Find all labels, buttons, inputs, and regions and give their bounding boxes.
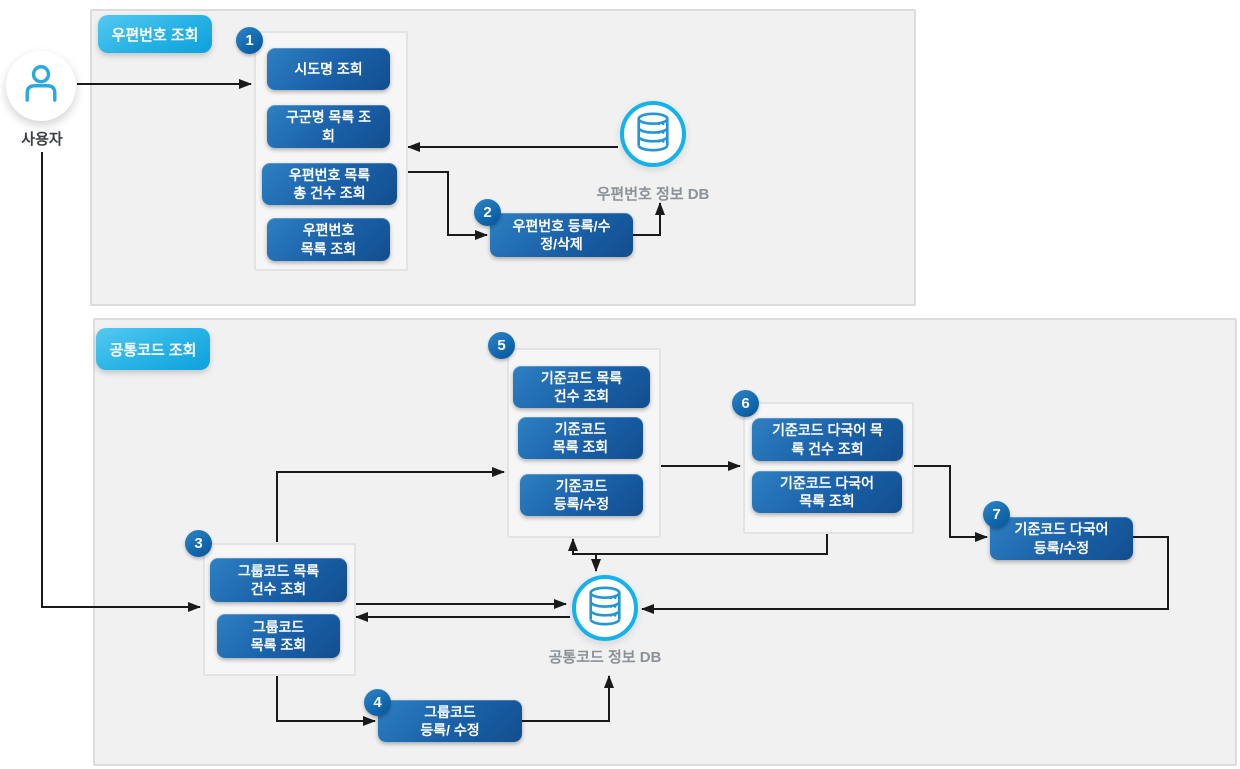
arrow-multilang-group-to-db — [591, 530, 828, 572]
btn-basecode-multilang-list-lookup: 기준코드 다국어 목록 조회 — [752, 471, 902, 513]
step-badge-3: 3 — [185, 530, 212, 557]
postal-section-title: 우편번호 조회 — [98, 15, 212, 53]
user-actor — [6, 51, 76, 121]
step-badge-4: 4 — [364, 689, 391, 716]
step-badge-6: 6 — [732, 390, 759, 417]
btn-basecode-list-lookup: 기준코드 목록 조회 — [518, 417, 643, 459]
btn-basecode-multilang-list-count: 기준코드 다국어 목 록 건수 조회 — [752, 418, 903, 461]
common-db-label: 공통코드 정보 DB — [548, 649, 662, 666]
database-icon — [631, 110, 675, 159]
btn-groupcode-list-count: 그룹코드 목록 건수 조회 — [210, 558, 347, 602]
database-icon — [583, 584, 627, 633]
btn-basecode-crud: 기준코드 등록/수정 — [520, 474, 643, 516]
step-badge-2: 2 — [474, 199, 501, 226]
step-badge-1: 1 — [236, 27, 263, 54]
arrow-zipcode-crud-to-db — [633, 202, 665, 236]
btn-gugun-list-lookup: 구군명 목록 조 회 — [267, 105, 390, 148]
arrow-groupcode-to-basecode-group — [276, 467, 505, 542]
btn-zipcode-list-count: 우편번호 목록 총 건수 조회 — [262, 163, 397, 205]
btn-groupcode-list-lookup: 그룹코드 목록 조회 — [217, 614, 340, 658]
btn-basecode-multilang-crud: 기준코드 다국어 등록/수정 — [990, 517, 1133, 560]
user-label: 사용자 — [21, 131, 63, 148]
person-icon — [18, 61, 64, 112]
arrow-groupcode-to-crud — [276, 672, 376, 726]
btn-basecode-list-count: 기준코드 목록 건수 조회 — [513, 366, 650, 408]
arrow-group-to-zipcode-crud — [404, 171, 488, 240]
postal-db-icon — [620, 101, 686, 167]
btn-groupcode-crud: 그룹코드 등록/ 수정 — [378, 700, 522, 742]
arrow-multilang-group-to-crud — [910, 465, 988, 542]
arrow-db-to-basecode-group — [568, 538, 597, 555]
btn-sido-lookup: 시도명 조회 — [267, 48, 390, 90]
common-section-title: 공통코드 조회 — [96, 328, 210, 370]
btn-zipcode-crud: 우편번호 등록/수 정/삭제 — [490, 213, 633, 257]
step-badge-5: 5 — [488, 332, 515, 359]
common-db-icon — [572, 575, 638, 641]
arrow-multilang-crud-to-db — [641, 536, 1169, 614]
arrow-user-to-groupcode-group — [41, 152, 201, 612]
btn-zipcode-list-lookup: 우편번호 목록 조회 — [267, 218, 390, 261]
postal-db-label: 우편번호 정보 DB — [596, 186, 710, 203]
step-badge-7: 7 — [983, 501, 1010, 528]
arrow-groupcode-crud-to-db — [522, 675, 614, 722]
